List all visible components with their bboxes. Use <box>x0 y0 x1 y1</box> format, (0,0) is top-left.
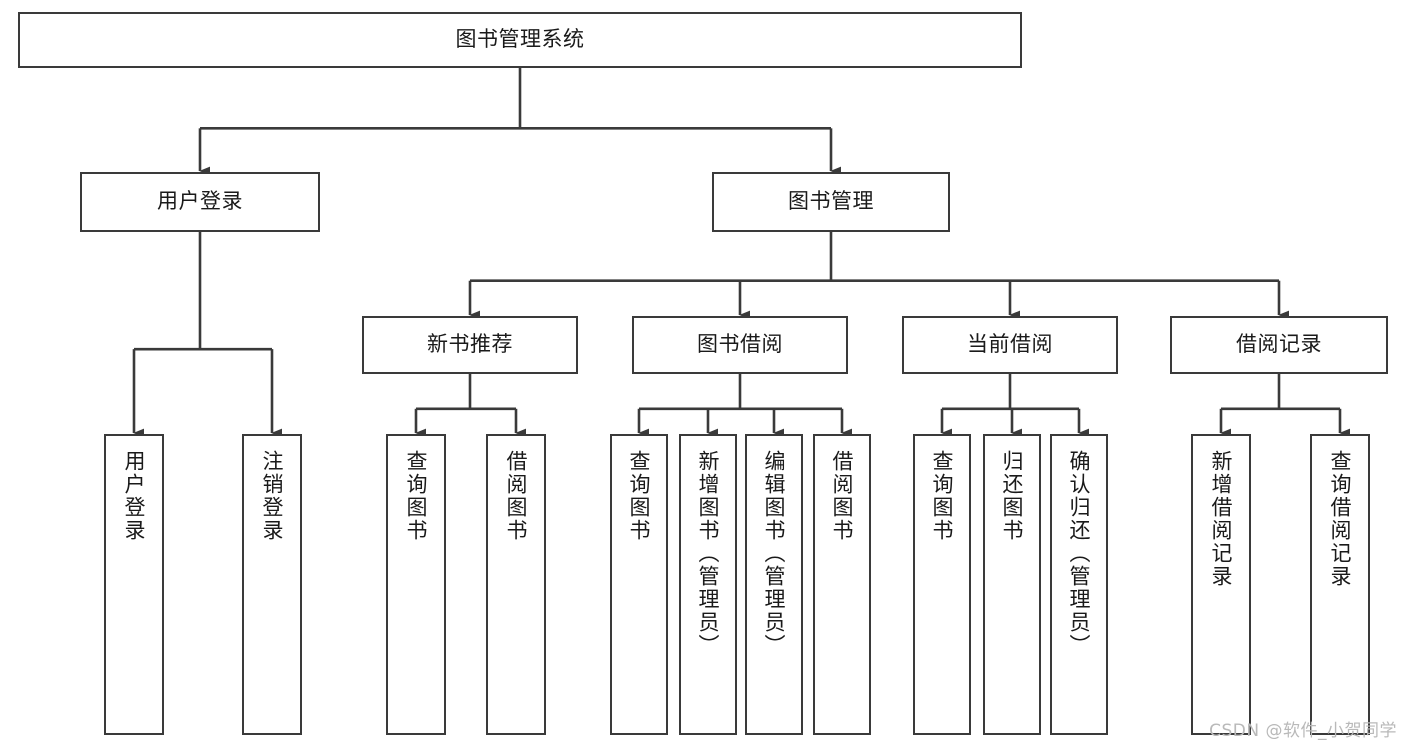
node-n-query[interactable]: 查询图书 <box>386 434 446 735</box>
node-n-borrow[interactable]: 借阅图书 <box>486 434 546 735</box>
watermark-text: CSDN @软件_小贺同学 <box>1209 721 1397 741</box>
node-label: 借阅记录 <box>1236 332 1322 357</box>
node-label: 用户登录 <box>157 189 243 214</box>
node-l-logout[interactable]: 注销登录 <box>242 434 302 735</box>
node-c-confirm[interactable]: 确认归还（管理员） <box>1050 434 1108 735</box>
node-b-borrow[interactable]: 借阅图书 <box>813 434 871 735</box>
node-label: 当前借阅 <box>967 332 1053 357</box>
node-label: 图书管理 <box>788 189 874 214</box>
node-b-edit[interactable]: 编辑图书（管理员） <box>745 434 803 735</box>
node-label: 归还图书 <box>1000 450 1025 542</box>
node-label: 查询图书 <box>404 450 429 542</box>
node-label: 确认归还（管理员） <box>1067 450 1092 657</box>
node-label: 查询图书 <box>930 450 955 542</box>
node-current[interactable]: 当前借阅 <box>902 316 1118 374</box>
node-l-login[interactable]: 用户登录 <box>104 434 164 735</box>
node-bookmgmt[interactable]: 图书管理 <box>712 172 950 232</box>
node-r-query[interactable]: 查询借阅记录 <box>1310 434 1370 735</box>
node-label: 借阅图书 <box>504 450 529 542</box>
node-label: 编辑图书（管理员） <box>762 450 787 657</box>
node-label: 查询借阅记录 <box>1328 450 1353 588</box>
node-records[interactable]: 借阅记录 <box>1170 316 1388 374</box>
node-label: 新增图书（管理员） <box>696 450 721 657</box>
node-root[interactable]: 图书管理系统 <box>18 12 1022 68</box>
node-label: 图书管理系统 <box>455 27 585 52</box>
node-label: 用户登录 <box>122 450 147 542</box>
node-newbook[interactable]: 新书推荐 <box>362 316 578 374</box>
node-b-query[interactable]: 查询图书 <box>610 434 668 735</box>
node-label: 新增借阅记录 <box>1209 450 1234 588</box>
node-c-return[interactable]: 归还图书 <box>983 434 1041 735</box>
node-label: 新书推荐 <box>427 332 513 357</box>
node-b-add[interactable]: 新增图书（管理员） <box>679 434 737 735</box>
connector-lines <box>132 68 1351 438</box>
node-label: 查询图书 <box>627 450 652 542</box>
node-r-add[interactable]: 新增借阅记录 <box>1191 434 1251 735</box>
node-label: 借阅图书 <box>830 450 855 542</box>
node-login[interactable]: 用户登录 <box>80 172 320 232</box>
node-label: 图书借阅 <box>697 332 783 357</box>
node-c-query[interactable]: 查询图书 <box>913 434 971 735</box>
node-label: 注销登录 <box>260 450 285 542</box>
node-borrow[interactable]: 图书借阅 <box>632 316 848 374</box>
